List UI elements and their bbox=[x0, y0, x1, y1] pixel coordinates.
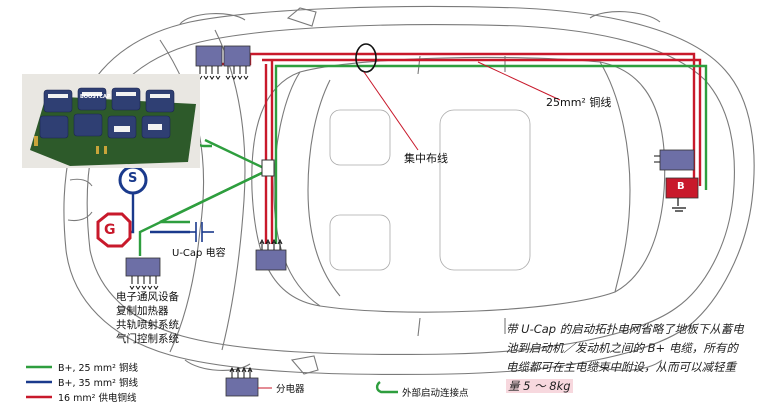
legend-ext-start-symbol bbox=[375, 381, 398, 394]
ucap-label: U-Cap 电容 bbox=[172, 248, 226, 259]
ucap-capacitor bbox=[190, 222, 214, 242]
note-highlight: 量 5 ～ 8kg bbox=[506, 379, 573, 393]
topology-note: 带 U-Cap 的启动拓扑电网省略了地板下从蓄电 池到启动机／发动机之间的 B+… bbox=[506, 320, 758, 396]
legend-green-label: B+, 25 mm² 铜线 bbox=[58, 363, 138, 374]
battery bbox=[665, 177, 699, 212]
device-list: 电子通风设备 复制加热器 共轨喷射系统 气门控制系统 bbox=[116, 290, 179, 346]
photo-brand-label: BOOSTCAP bbox=[80, 94, 111, 100]
note-line: 带 U-Cap 的启动拓扑电网省略了地板下从蓄电 bbox=[506, 322, 744, 336]
device-item: 气门控制系统 bbox=[116, 333, 179, 345]
legend-distributor-label: 分电器 bbox=[276, 384, 305, 395]
battery-label: B bbox=[677, 181, 685, 192]
legend-red-label: 16 mm² 供电铜线 bbox=[58, 393, 137, 404]
legend-blue-label: B+, 35 mm² 铜线 bbox=[58, 378, 138, 389]
green-b-plus-cable bbox=[138, 64, 708, 256]
bus-label-leader bbox=[477, 61, 561, 101]
starter-label: S bbox=[128, 171, 138, 186]
device-item: 电子通风设备 bbox=[116, 291, 179, 303]
seat-outlines bbox=[329, 109, 531, 271]
legend-ext-start-label: 外部启动连接点 bbox=[402, 388, 469, 399]
boostcap-photo bbox=[22, 74, 200, 168]
distributor-top-left bbox=[195, 45, 223, 80]
generator-label: G bbox=[104, 222, 116, 238]
central-wiring-leader bbox=[363, 71, 419, 151]
distributor-top-right bbox=[223, 45, 251, 80]
device-item: 复制加热器 bbox=[116, 305, 169, 317]
distributor-devices bbox=[125, 257, 161, 290]
central-wiring-label: 集中布线 bbox=[404, 152, 448, 165]
distributor-rear bbox=[654, 149, 695, 171]
bus-label: 25mm² 铜线 bbox=[546, 96, 612, 109]
note-line: 池到启动机／发动机之间的 B+ 电缆，所有的 bbox=[506, 341, 738, 355]
legend-distributor-symbol bbox=[225, 366, 272, 397]
junction-node bbox=[261, 159, 275, 177]
generator-symbol bbox=[96, 212, 132, 248]
device-item: 共轨喷射系统 bbox=[116, 319, 179, 331]
note-line: 量 5 ～ 8kg bbox=[506, 377, 758, 396]
note-line: 电缆都可在主电缆束中附设，从而可以减轻重 bbox=[506, 360, 736, 374]
central-wiring-marker bbox=[355, 43, 377, 73]
distributor-lower bbox=[255, 238, 287, 271]
